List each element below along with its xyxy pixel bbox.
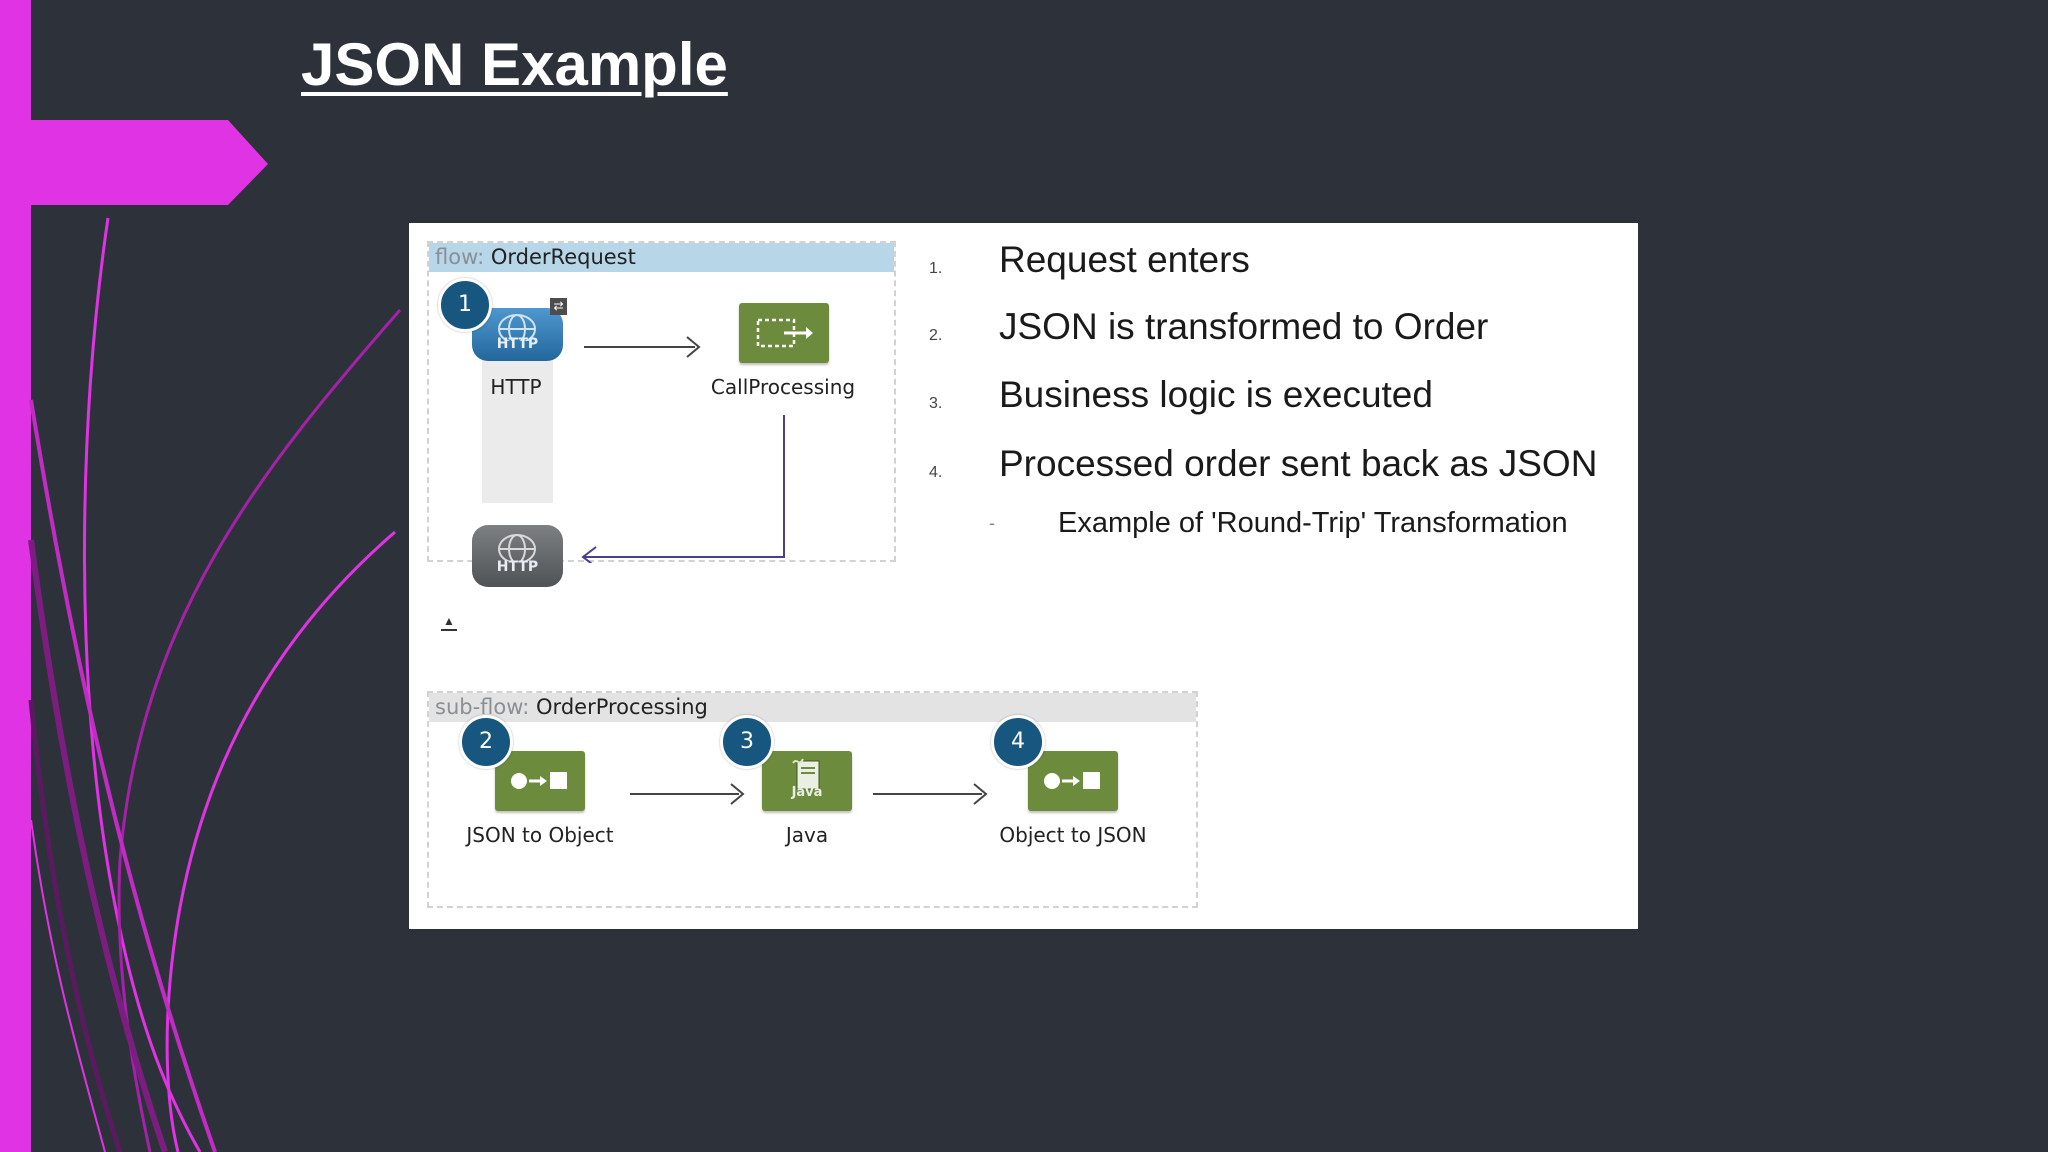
- step-badge-1: 1: [438, 278, 492, 332]
- object-to-json-label: Object to JSON: [999, 823, 1147, 847]
- subflow-name: OrderProcessing: [536, 695, 708, 719]
- subflow-connectors: [630, 783, 988, 805]
- accent-curve: [30, 819, 106, 1152]
- step-number: 2.: [929, 327, 943, 344]
- step-text: Business logic is executed: [999, 374, 1433, 415]
- accent-curve: [117, 309, 402, 1152]
- arrow-head: [730, 783, 745, 805]
- step-number: 4.: [929, 464, 943, 481]
- step-text: Processed order sent back as JSON: [999, 443, 1598, 484]
- accent-curve: [82, 217, 202, 1152]
- http-icon-text: HTTP: [496, 336, 539, 352]
- json-to-object-label: JSON to Object: [466, 823, 614, 847]
- arrow-callprocessing-to-response: [584, 415, 785, 558]
- java-node[interactable]: Java: [762, 751, 852, 811]
- http-globe-icon: [498, 314, 536, 341]
- http-response-node[interactable]: HTTP: [472, 525, 563, 587]
- left-accent-bar: [0, 0, 31, 1152]
- transformer-icon: [1044, 772, 1100, 789]
- call-processing-node[interactable]: [739, 303, 829, 363]
- flow-header: flow: OrderRequest: [429, 243, 894, 272]
- accent-curve: [165, 530, 396, 1152]
- java-icon: [792, 758, 820, 790]
- arrow-head: [686, 336, 701, 358]
- arrow-head: [581, 546, 597, 563]
- java-label: Java: [785, 823, 829, 847]
- arrow-head: [973, 783, 988, 805]
- accent-curve: [28, 539, 168, 1152]
- step-text: Request enters: [999, 239, 1250, 280]
- step-badge-3: 3: [720, 715, 774, 769]
- java-icon-text: Java: [791, 785, 823, 800]
- json-to-object-node[interactable]: [495, 751, 585, 811]
- flow-connectors: [581, 336, 785, 563]
- left-accent-decoration: [0, 0, 402, 1152]
- step-text: JSON is transformed to Order: [999, 306, 1489, 347]
- http-globe-icon: [498, 534, 536, 561]
- transformer-icon: [511, 772, 567, 789]
- slide-title: JSON Example: [301, 31, 728, 98]
- call-processing-label: CallProcessing: [710, 375, 856, 399]
- diagram-card: flow: OrderRequest HTTP ⇄ 1 HTTP CallPro…: [409, 223, 1638, 929]
- title-arrow-banner: [31, 120, 268, 205]
- flow-frame: flow: OrderRequest: [427, 241, 896, 562]
- flow-name: OrderRequest: [490, 245, 636, 269]
- exchange-pattern-icon: ⇄: [550, 298, 567, 315]
- http-icon-text: HTTP: [496, 559, 539, 575]
- collapse-icon[interactable]: ▲: [441, 615, 457, 631]
- sub-bullet-text: Example of 'Round-Trip' Transformation: [1058, 507, 1568, 539]
- step-number: 1.: [929, 260, 943, 277]
- step-number: 3.: [929, 395, 943, 412]
- http-inbound-label: HTTP: [490, 375, 542, 399]
- step-badge-2: 2: [459, 715, 513, 769]
- flow-keyword: flow:: [435, 245, 485, 269]
- step-badge-4: 4: [991, 715, 1045, 769]
- sub-bullet-marker: -: [989, 513, 995, 533]
- accent-curve: [28, 699, 123, 1152]
- object-to-json-node[interactable]: [1028, 751, 1118, 811]
- flow-reference-icon: [756, 318, 813, 348]
- accent-curve: [29, 399, 217, 1152]
